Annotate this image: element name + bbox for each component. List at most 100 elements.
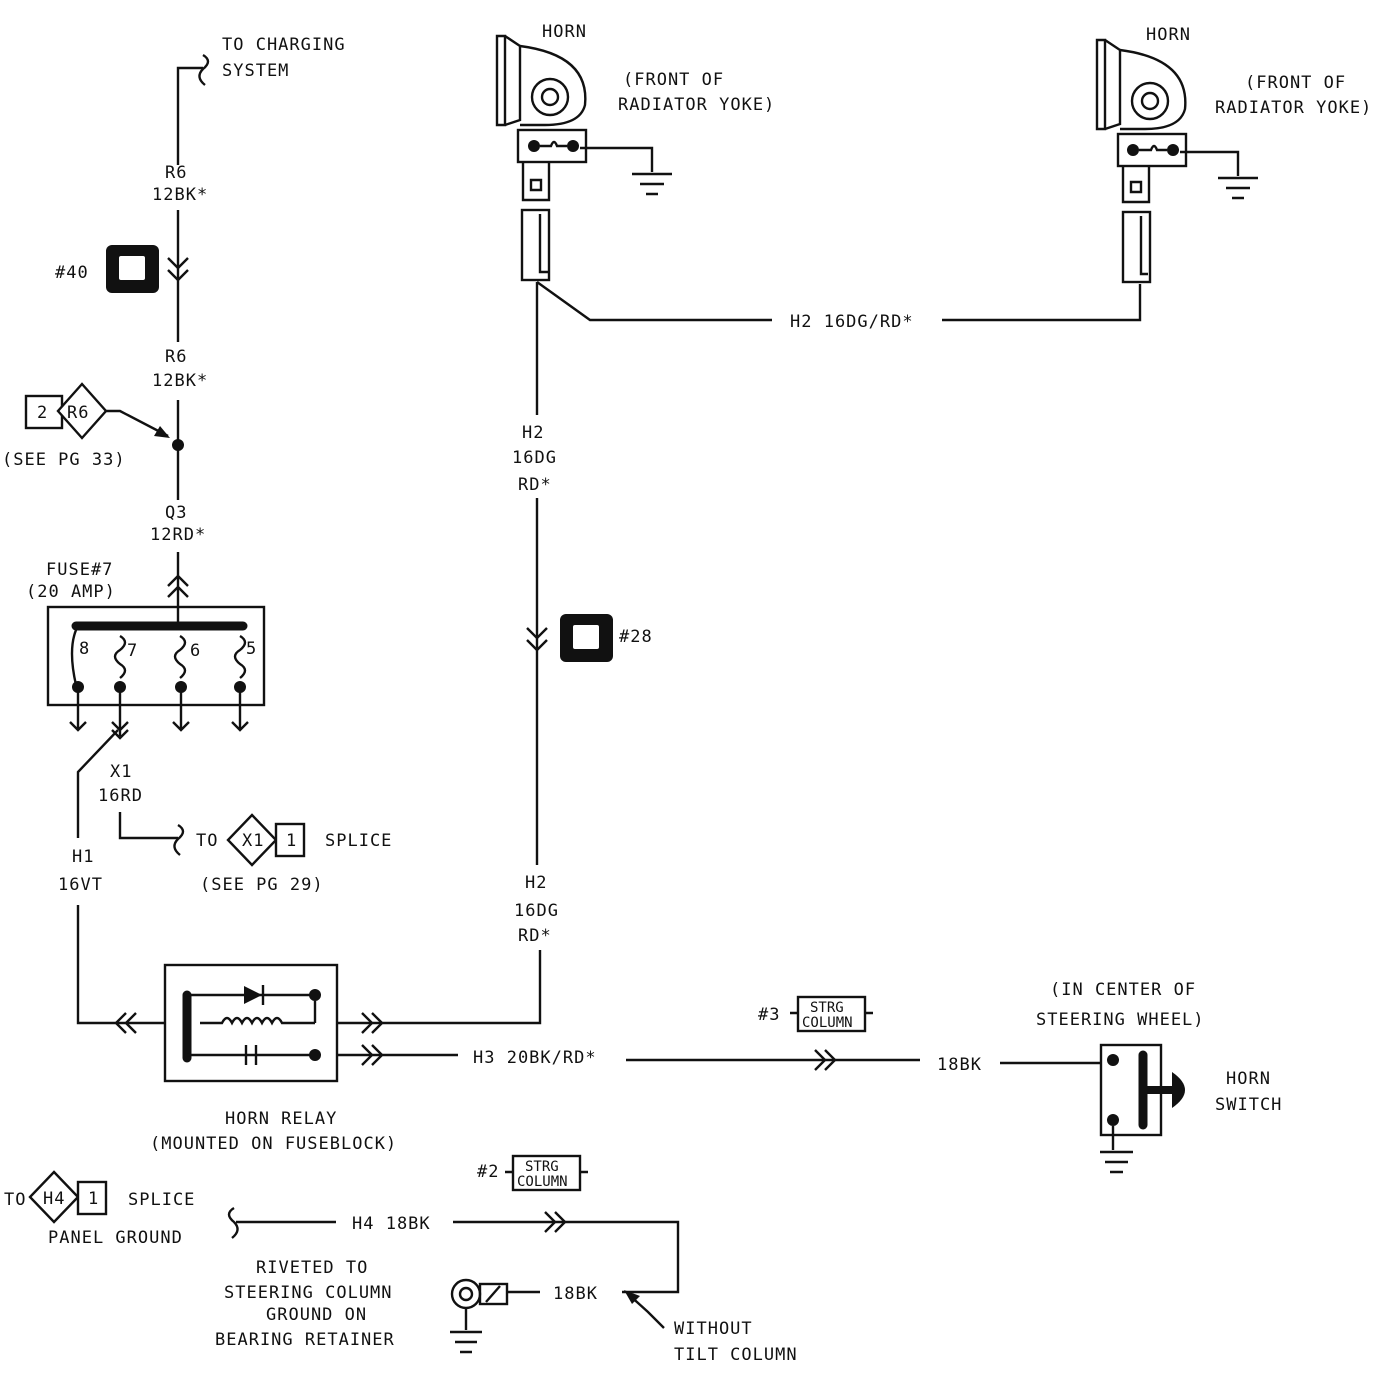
x1-h1-circuit: X1 16RD TO X1 1 SPLICE (SEE PG 29) H1 16… — [58, 729, 392, 1034]
label-h2-a-line2: 16DG — [512, 448, 557, 468]
label-without-line2: TILT COLUMN — [674, 1345, 798, 1365]
label-x1-line1: X1 — [110, 762, 132, 782]
label-q3-line1: Q3 — [165, 503, 187, 523]
horn-relay: HORN RELAY (MOUNTED ON FUSEBLOCK) — [150, 963, 396, 1154]
label-front-left-line2: RADIATOR YOKE) — [618, 95, 775, 115]
splice-r6-arrowhead — [154, 426, 170, 438]
wire-x1 — [118, 812, 178, 840]
label-fuse-line1: FUSE#7 — [46, 560, 113, 580]
h4-arrows — [544, 1211, 567, 1233]
label-connector-40: #40 — [55, 263, 89, 283]
label-x1-line2: 16RD — [98, 786, 143, 806]
wire-h2-to-relay — [337, 950, 542, 1025]
h2-relay-arrows — [361, 1012, 384, 1034]
label-center-line2: STEERING WHEEL) — [1036, 1010, 1205, 1030]
h3-switch-arrows — [814, 1049, 837, 1071]
strg-column-2-box — [511, 1154, 582, 1192]
label-h2-top: H2 16DG/RD* — [790, 312, 914, 332]
fuse-6-link — [173, 634, 187, 679]
connector-40-icon-inner — [119, 256, 145, 280]
horn-left-outer-ring — [530, 77, 570, 117]
splice-x1-tag: X1 1 — [226, 813, 306, 867]
h3-circuit: H3 20BK/RD* #3 STRG COLUMN 18BK (IN CENT… — [337, 980, 1205, 1075]
label-fuse-line2: (20 AMP) — [26, 582, 116, 602]
splice-r6-pointer — [106, 409, 169, 438]
wire-break-symbol — [198, 53, 210, 86]
horn-switch-ground — [1100, 1126, 1133, 1174]
horn-right-outer-ring — [1130, 81, 1170, 121]
horn-right: HORN (FRONT OF RADIATOR YOKE) — [1095, 25, 1372, 284]
wire-x1-break — [173, 823, 185, 856]
label-horn-left: HORN — [542, 22, 587, 42]
connector-28-arrows — [526, 627, 548, 652]
label-horn-switch-line2: SWITCH — [1215, 1095, 1282, 1115]
q3-terminal-arrows — [167, 574, 189, 598]
label-q3-line2: 12RD* — [150, 525, 206, 545]
label-connector-3: #3 — [758, 1005, 780, 1025]
wire-r6-upper — [176, 66, 203, 165]
horn-right-terminal-block — [1116, 132, 1188, 168]
label-front-left-line1: (FRONT OF — [623, 70, 724, 90]
label-to-charging-line2: SYSTEM — [222, 61, 289, 81]
relay-diode — [244, 986, 262, 1004]
wire-h2-horn-link — [536, 281, 1142, 322]
h4-circuit: TO H4 1 SPLICE PANEL GROUND H4 18BK #2 S… — [4, 1154, 798, 1365]
label-r6-b-line1: R6 — [165, 347, 187, 367]
label-to-h4: TO — [4, 1190, 26, 1210]
label-18bk-ground: 18BK — [553, 1284, 598, 1304]
label-h2-b-line1: H2 — [525, 873, 547, 893]
h1-relay-arrows — [114, 1012, 137, 1034]
label-h2-a-line1: H2 — [522, 423, 544, 443]
horn-left-ground — [580, 146, 672, 196]
horn-switch-button — [1172, 1072, 1185, 1108]
label-horn-switch-line1: HORN — [1226, 1069, 1271, 1089]
label-riveted-line1: RIVETED TO — [256, 1258, 368, 1278]
fuse-8-link — [70, 629, 78, 686]
horn-right-inner-ring — [1140, 91, 1160, 111]
relay-terminal-2 — [309, 1049, 321, 1061]
strg-column-3-line1: STRG — [810, 1000, 844, 1016]
fuse-terminal-8: 8 — [79, 639, 90, 659]
strg-column-2-line1: STRG — [525, 1159, 559, 1175]
label-h1-line1: H1 — [72, 847, 94, 867]
h2-circuit: H2 16DG/RD* H2 16DG RD* #28 H2 16DG RD* — [337, 281, 1142, 1034]
horn-left-spade — [521, 162, 551, 202]
splice-r6-node — [172, 439, 184, 451]
horn-right-body — [1095, 38, 1122, 131]
label-splice-x1: SPLICE — [325, 831, 392, 851]
label-h3: H3 20BK/RD* — [473, 1048, 597, 1068]
horn-left: HORN (FRONT OF RADIATOR YOKE) — [495, 22, 775, 282]
splice-h4-id: H4 — [43, 1189, 65, 1209]
splice-h4-number: 1 — [88, 1189, 99, 1209]
splice-r6-number: 2 — [37, 403, 48, 423]
ground-eyelet-inner — [458, 1286, 474, 1302]
label-horn-relay-line1: HORN RELAY — [225, 1109, 337, 1129]
h3-relay-arrows — [361, 1044, 384, 1066]
horn-left-bell — [519, 44, 587, 127]
label-connector-2: #2 — [477, 1162, 499, 1182]
splice-r6-id: R6 — [67, 403, 89, 423]
splice-x1-number: 1 — [286, 831, 297, 851]
label-horn-right: HORN — [1146, 25, 1191, 45]
without-tilt-arrowhead — [624, 1290, 640, 1304]
splice-r6-tag: 2 R6 — [24, 382, 108, 440]
relay-coil — [200, 1016, 315, 1026]
label-to-charging-line1: TO CHARGING — [222, 35, 346, 55]
fuse-7-link — [113, 634, 127, 679]
splice-h4-tag: H4 1 — [28, 1170, 108, 1224]
strg-column-3-line2: COLUMN — [802, 1015, 853, 1031]
label-connector-28: #28 — [619, 627, 653, 647]
horn-left-body — [495, 34, 522, 127]
label-center-line1: (IN CENTER OF — [1050, 980, 1196, 1000]
label-front-right-line2: RADIATOR YOKE) — [1215, 98, 1372, 118]
label-r6-a-line1: R6 — [165, 163, 187, 183]
horn-right-ground — [1180, 150, 1258, 200]
fuse-block-outline — [46, 605, 266, 707]
ground-eyelet-crimp — [478, 1282, 509, 1306]
label-see-pg33: (SEE PG 33) — [2, 450, 126, 470]
fuse-terminal-6: 6 — [190, 641, 201, 661]
wire-h4-right — [453, 1220, 680, 1294]
label-riveted-line2: STEERING COLUMN — [224, 1283, 393, 1303]
splice-x1-id: X1 — [242, 831, 264, 851]
